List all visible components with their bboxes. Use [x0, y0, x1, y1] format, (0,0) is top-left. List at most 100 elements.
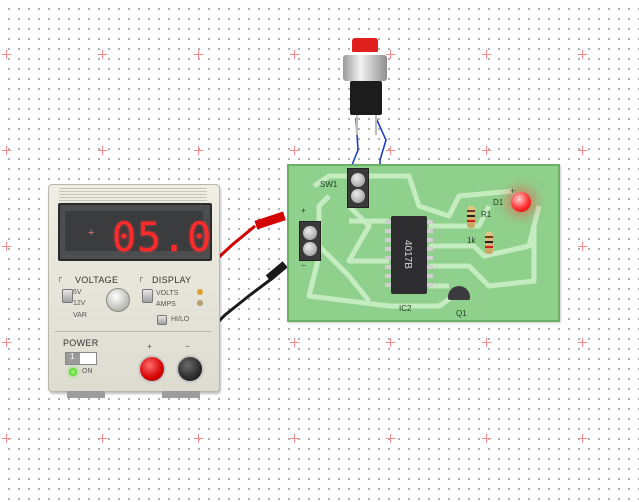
power-switch-state: 1 — [70, 352, 75, 361]
ic-part-number: 4017B — [402, 240, 413, 269]
transistor-icon[interactable] — [448, 286, 470, 300]
ic-pin — [427, 229, 433, 233]
grid-plus-marker — [194, 146, 203, 155]
voltage-label: VOLTAGE — [75, 275, 119, 285]
psu-divider — [55, 331, 211, 332]
screw-icon[interactable] — [303, 242, 317, 256]
ic-pin — [427, 256, 433, 260]
grid-plus-marker — [2, 338, 11, 347]
grid-plus-marker — [2, 50, 11, 59]
grid-plus-marker — [482, 338, 491, 347]
grid-plus-marker — [386, 338, 395, 347]
voltage-option-5v: 5V — [73, 289, 82, 296]
power-plus-label: + — [301, 206, 306, 215]
resistor-icon[interactable] — [467, 206, 475, 228]
grid-plus-marker — [578, 146, 587, 155]
ic-pin — [427, 265, 433, 269]
display-option-volts: VOLTS — [156, 290, 179, 297]
button-leg-right — [375, 115, 377, 135]
grid-plus-marker — [386, 146, 395, 155]
button-leg-left — [356, 115, 358, 135]
resistor-value-label: 1k — [467, 236, 476, 245]
voltage-knob-icon[interactable] — [106, 288, 130, 312]
display-bracket: ┌ — [138, 275, 144, 282]
voltage-option-12v: 12V — [73, 300, 86, 307]
ic-chip-icon[interactable]: 4017B — [391, 216, 427, 294]
voltage-select-switch[interactable] — [62, 289, 73, 303]
display-option-amps: AMPS — [156, 301, 176, 308]
grid-plus-marker — [290, 434, 299, 443]
grid-plus-marker — [2, 242, 11, 251]
ic-pin — [385, 256, 391, 260]
q1-label: Q1 — [456, 309, 467, 318]
ic-pin — [385, 274, 391, 278]
grid-plus-marker — [290, 338, 299, 347]
ic2-label: IC2 — [399, 304, 412, 313]
positive-terminal-label: + — [147, 342, 152, 351]
grid-plus-marker — [98, 434, 107, 443]
ic-pin — [385, 283, 391, 287]
amps-indicator-icon — [197, 300, 203, 306]
psu-display: + 05.0 — [58, 203, 212, 261]
voltage-option-var: VAR — [73, 312, 87, 319]
screw-icon[interactable] — [303, 226, 317, 240]
screw-icon[interactable] — [351, 173, 365, 187]
psu-foot-left — [67, 391, 105, 398]
grid-plus-marker — [482, 50, 491, 59]
power-minus-label: − — [301, 261, 306, 270]
screw-icon[interactable] — [351, 189, 365, 203]
grid-plus-marker — [578, 50, 587, 59]
push-button-cap[interactable] — [352, 38, 378, 52]
grid-plus-marker — [194, 50, 203, 59]
red-probe-tip[interactable] — [254, 211, 286, 230]
ic-pin — [427, 274, 433, 278]
negative-terminal[interactable] — [176, 355, 204, 383]
grid-plus-marker — [194, 434, 203, 443]
ic-pin — [427, 247, 433, 251]
on-label: ON — [82, 368, 93, 375]
resistor-icon[interactable] — [485, 232, 493, 254]
black-probe-tip[interactable] — [265, 261, 288, 282]
psu-vents — [59, 188, 207, 202]
ic-pin — [385, 247, 391, 251]
display-sign: + — [88, 227, 95, 239]
display-label: DISPLAY — [152, 275, 192, 285]
power-terminal-block[interactable] — [299, 221, 321, 261]
led-polarity-label: + — [510, 186, 516, 196]
power-led-icon — [69, 368, 77, 376]
voltage-readout: 05.0 — [112, 215, 213, 261]
negative-terminal-label: − — [185, 342, 190, 351]
ic-pin — [385, 229, 391, 233]
ic-pin — [385, 265, 391, 269]
switch-terminal-block[interactable] — [347, 168, 369, 208]
ic-pin — [427, 283, 433, 287]
grid-plus-marker — [578, 338, 587, 347]
ic-pin — [385, 220, 391, 224]
grid-plus-marker — [386, 434, 395, 443]
sw1-label: SW1 — [320, 180, 338, 189]
pcb-board[interactable]: + − SW1 4017B IC2 R1 1k D1 + — [287, 164, 560, 322]
grid-plus-marker — [578, 242, 587, 251]
voltage-bracket: ┌ — [57, 275, 63, 282]
push-button-base — [350, 81, 382, 115]
led-icon[interactable] — [511, 192, 531, 212]
grid-plus-marker — [482, 434, 491, 443]
push-button-body — [343, 55, 387, 81]
power-toggle-switch[interactable]: 1 — [65, 352, 97, 365]
hilo-label: HI/LO — [171, 316, 190, 323]
grid-plus-marker — [578, 434, 587, 443]
display-select-switch[interactable] — [142, 289, 153, 303]
power-label: POWER — [63, 338, 99, 348]
hilo-switch[interactable] — [157, 315, 167, 325]
d1-label: D1 — [493, 198, 504, 207]
power-supply[interactable]: + 05.0 ┌ VOLTAGE ┌ DISPLAY 5V 12V VAR VO… — [48, 184, 220, 398]
grid-plus-marker — [386, 50, 395, 59]
psu-foot-right — [162, 391, 200, 398]
r1-label: R1 — [481, 210, 492, 219]
grid-plus-marker — [98, 146, 107, 155]
grid-plus-marker — [290, 50, 299, 59]
grid-plus-marker — [98, 50, 107, 59]
grid-plus-marker — [2, 434, 11, 443]
positive-terminal[interactable] — [138, 355, 166, 383]
